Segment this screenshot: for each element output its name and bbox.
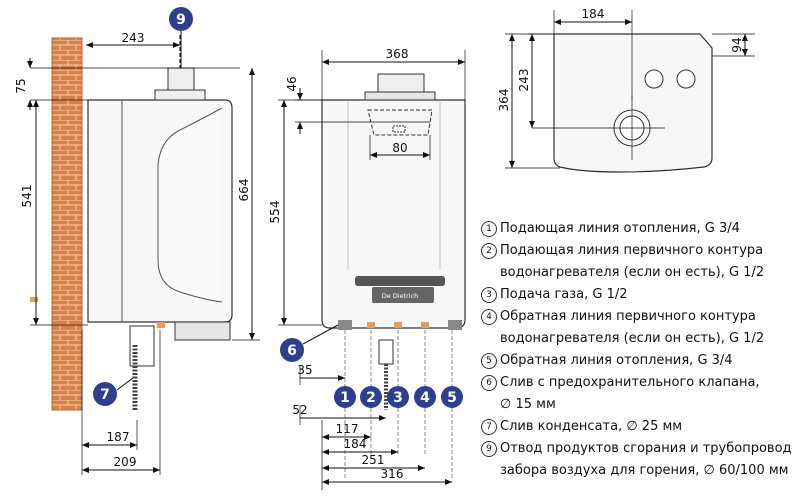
dim-front-80: 80 (392, 141, 407, 155)
dim-side-664: 664 (237, 179, 251, 202)
legend-item-7: 7 Слив конденсата, ∅ 25 мм (481, 416, 796, 438)
legend-number: 3 (481, 287, 497, 303)
brick-wall (51, 37, 83, 411)
svg-text:6: 6 (287, 343, 297, 359)
legend-number: 5 (481, 353, 497, 369)
legend-item-2: 2 Подающая линия первичного контура водо… (481, 240, 796, 284)
wall-mark (30, 297, 38, 302)
legend-item-9: 9 Отвод продуктов сгорания и трубопровод… (481, 438, 796, 482)
svg-text:2: 2 (366, 390, 376, 406)
legend: 1 Подающая линия отопления, G 3/4 2 Пода… (481, 218, 796, 482)
dim-front-368: 368 (386, 47, 409, 61)
dim-front-554: 554 (268, 201, 282, 224)
dim-top-94: 94 (730, 37, 744, 52)
legend-number: 2 (481, 243, 497, 259)
legend-text: Подающая линия отопления, G 3/4 (500, 221, 740, 236)
dim-top-243: 243 (517, 69, 531, 92)
badge-flue: 9 (169, 7, 193, 31)
legend-text: Слив с предохранительного клапана, ∅ 15 … (500, 375, 760, 412)
boiler-top-body (553, 33, 713, 173)
dim-side-243: 243 (122, 31, 145, 45)
legend-number: 1 (481, 221, 497, 237)
dim-front-251: 251 (362, 453, 385, 467)
svg-text:3: 3 (393, 390, 403, 406)
dim-side-187: 187 (107, 430, 130, 444)
legend-number: 9 (481, 441, 497, 457)
legend-item-4: 4 Обратная линия первичного контура водо… (481, 306, 796, 350)
legend-text: Подача газа, G 1/2 (500, 287, 628, 302)
dim-front-46: 46 (285, 76, 299, 91)
legend-item-5: 5 Обратная линия отопления, G 3/4 (481, 350, 796, 372)
control-panel (372, 287, 434, 303)
legend-number: 7 (481, 419, 497, 435)
dim-top-364: 364 (497, 89, 511, 112)
svg-text:7: 7 (100, 387, 110, 403)
dim-front-35: 35 (297, 363, 312, 377)
legend-text: Отвод продуктов сгорания и трубопровод з… (500, 441, 792, 478)
legend-number: 4 (481, 309, 497, 325)
dim-top-184: 184 (582, 7, 605, 21)
dim-side-75: 75 (14, 78, 28, 93)
legend-number: 6 (481, 375, 497, 391)
flue-base (154, 89, 206, 101)
badge-connection-4: 4 (414, 386, 436, 408)
dim-front-52: 52 (292, 403, 307, 417)
badge-connection-5: 5 (441, 386, 463, 408)
legend-text: Обратная линия отопления, G 3/4 (500, 353, 733, 368)
side-view: 243 75 541 664 187 209 9 7 (14, 7, 260, 475)
brand-logo: De Dietrich (382, 292, 419, 300)
dim-front-316: 316 (381, 467, 404, 481)
legend-text: Обратная линия первичного контура водона… (500, 309, 765, 346)
dim-side-541: 541 (20, 185, 34, 208)
dim-front-117: 117 (336, 422, 359, 436)
top-port-right (676, 69, 696, 89)
badge-condensate: 7 (93, 382, 117, 406)
legend-text: Подающая линия первичного контура водона… (500, 243, 765, 280)
front-flue (377, 73, 425, 93)
dim-front-184: 184 (344, 437, 367, 451)
badge-connection-2: 2 (360, 386, 382, 408)
legend-text: Слив конденсата, ∅ 25 мм (500, 419, 683, 434)
top-view: 184 94 243 364 (497, 7, 755, 173)
svg-text:4: 4 (420, 390, 430, 406)
badge-connection-1: 1 (334, 386, 356, 408)
svg-text:1: 1 (340, 390, 350, 406)
flue-pipe (167, 67, 195, 91)
svg-text:9: 9 (176, 12, 186, 28)
front-view: De Dietrich 368 46 554 80 (268, 47, 466, 490)
legend-item-6: 6 Слив с предохранительного клапана, ∅ 1… (481, 372, 796, 416)
svg-text:5: 5 (447, 390, 457, 406)
badge-drain: 6 (280, 338, 304, 362)
top-port-left (644, 69, 664, 89)
dim-side-209: 209 (114, 455, 137, 469)
legend-item-1: 1 Подающая линия отопления, G 3/4 (481, 218, 796, 240)
badge-connection-3: 3 (387, 386, 409, 408)
legend-item-3: 3 Подача газа, G 1/2 (481, 284, 796, 306)
bottom-unit (174, 321, 231, 341)
